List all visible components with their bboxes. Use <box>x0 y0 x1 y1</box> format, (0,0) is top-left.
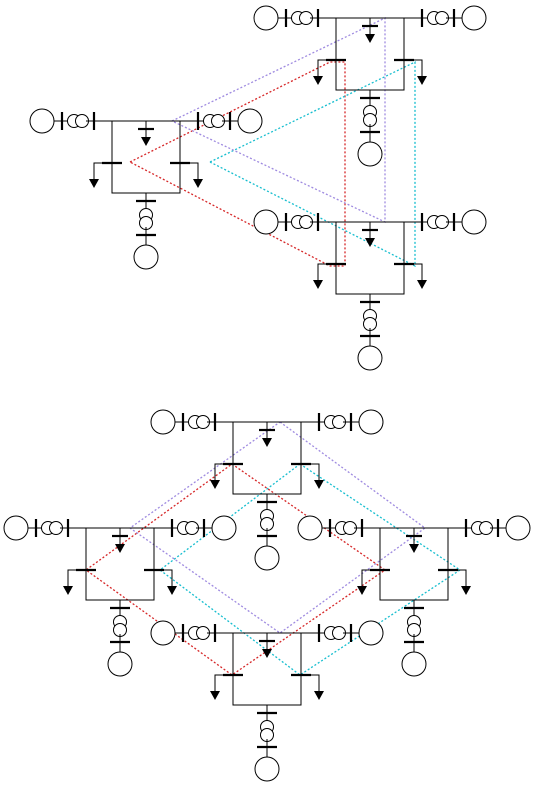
load-arrow-icon <box>63 586 73 595</box>
generator-icon <box>401 651 427 677</box>
load-arrow-icon <box>417 76 427 85</box>
generator-icon <box>357 141 383 167</box>
generator-icon <box>211 515 237 541</box>
load-arrow-icon <box>210 480 220 489</box>
transformer-icon <box>177 521 199 535</box>
load-arrow-icon <box>365 34 375 43</box>
load <box>313 59 326 85</box>
transformer-icon <box>427 215 449 229</box>
load-arrow-icon <box>115 544 125 553</box>
load-arrow-icon <box>262 438 272 447</box>
generator-icon <box>253 5 279 31</box>
transformer-icon <box>335 521 357 535</box>
generator-icon <box>107 651 133 677</box>
load-arrow-icon <box>313 280 323 289</box>
transformer-icon <box>188 626 210 640</box>
tie-lines <box>84 16 462 676</box>
load-arrow-icon <box>314 691 324 700</box>
generator-icon <box>253 209 279 235</box>
generator-icon <box>133 244 159 270</box>
load-arrow-icon <box>417 280 427 289</box>
transformer-icon <box>471 521 493 535</box>
load <box>89 162 102 188</box>
transformer-icon <box>139 208 153 230</box>
load-arrow-icon <box>210 691 220 700</box>
transformer-icon <box>324 415 346 429</box>
generator-icon <box>461 5 487 31</box>
tie-line-red <box>129 61 346 267</box>
load-arrow-icon <box>262 649 272 658</box>
load-arrow-icon <box>141 137 151 146</box>
tie-line-cyan <box>209 60 416 268</box>
transformer-icon <box>260 720 274 742</box>
area-north <box>150 409 384 571</box>
generator-icon <box>3 515 29 541</box>
area-east <box>297 515 531 677</box>
load <box>313 263 326 289</box>
generator-icon <box>461 209 487 235</box>
load <box>311 674 324 700</box>
load <box>63 569 76 595</box>
load-arrow-icon <box>365 238 375 247</box>
area-top <box>253 5 487 167</box>
load-arrow-icon <box>89 179 99 188</box>
area-west <box>3 515 237 677</box>
transformer-icon <box>203 114 225 128</box>
transformer-icon <box>291 11 313 25</box>
load-arrow-icon <box>193 179 203 188</box>
generator-icon <box>358 620 384 646</box>
transformer-icon <box>427 11 449 25</box>
load-arrow-icon <box>313 76 323 85</box>
tie-line-cyan <box>158 463 462 676</box>
load-arrow-icon <box>409 544 419 553</box>
load <box>414 59 427 85</box>
load <box>190 162 203 188</box>
generator-icon <box>150 620 176 646</box>
area-south <box>150 620 384 782</box>
transformer-icon <box>324 626 346 640</box>
transformer-icon <box>113 615 127 637</box>
transformer-icon <box>363 309 377 331</box>
generator-icon <box>297 515 323 541</box>
load-arrow-icon <box>357 586 367 595</box>
transformer-icon <box>363 105 377 127</box>
generator-icon <box>505 515 531 541</box>
area-left <box>29 108 263 270</box>
load-arrow-icon <box>461 586 471 595</box>
generator-icon <box>237 108 263 134</box>
area-right <box>253 209 487 371</box>
areas <box>3 5 531 782</box>
load <box>311 463 324 489</box>
load <box>414 263 427 289</box>
load <box>458 569 471 595</box>
transformer-icon <box>260 509 274 531</box>
generator-icon <box>29 108 55 134</box>
transformer-icon <box>291 215 313 229</box>
generator-icon <box>357 345 383 371</box>
generator-icon <box>254 545 280 571</box>
load <box>357 569 370 595</box>
load-arrow-icon <box>314 480 324 489</box>
tie-line-red <box>84 463 387 676</box>
load <box>210 674 223 700</box>
transformer-icon <box>407 615 421 637</box>
load <box>210 463 223 489</box>
transformer-icon <box>67 114 89 128</box>
transformer-icon <box>41 521 63 535</box>
generator-icon <box>150 409 176 435</box>
transformer-icon <box>188 415 210 429</box>
generator-icon <box>358 409 384 435</box>
generator-icon <box>254 756 280 782</box>
load-arrow-icon <box>167 586 177 595</box>
load <box>164 569 177 595</box>
